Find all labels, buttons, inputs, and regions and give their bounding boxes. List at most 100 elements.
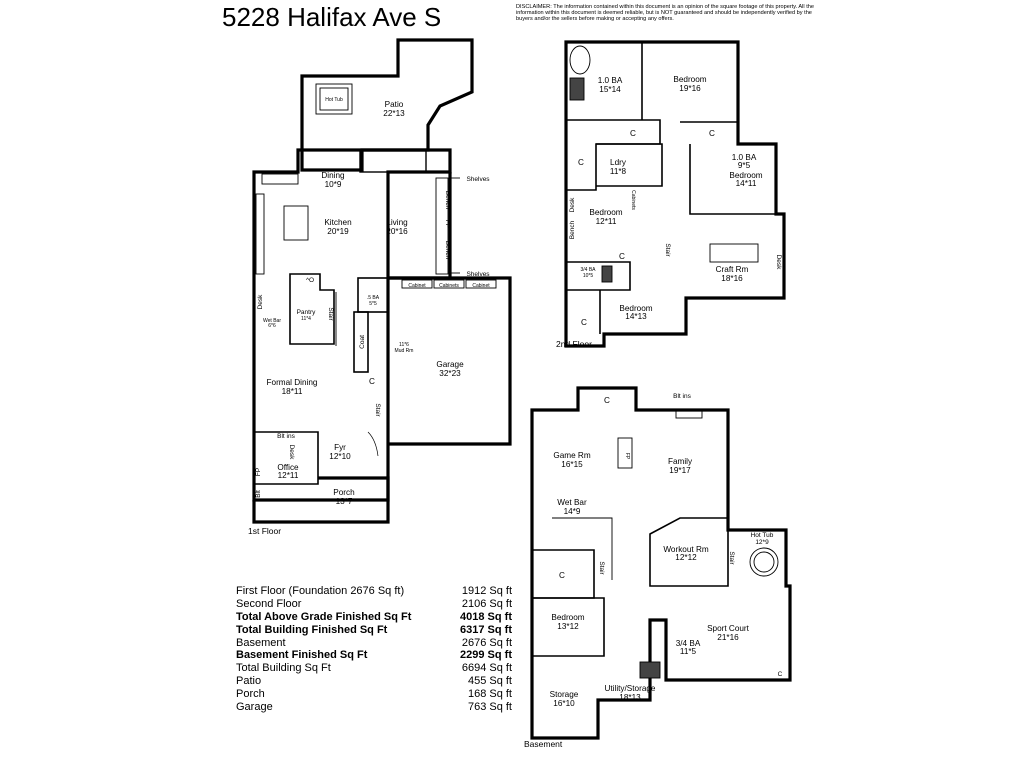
workout-walls bbox=[649, 517, 729, 587]
closet-b-2: C bbox=[559, 571, 565, 580]
porch-name: Porch bbox=[333, 488, 355, 497]
kitchen-island bbox=[283, 205, 309, 241]
closet-b-3: C bbox=[778, 671, 783, 678]
craft-dim: 18*16 bbox=[721, 274, 743, 283]
basement-label: Basement bbox=[524, 739, 563, 749]
bed2-name: Bedroom bbox=[729, 171, 762, 180]
square-footage-summary: First Floor (Foundation 2676 Sq ft)1912 … bbox=[236, 585, 512, 714]
summary-value: 2106 Sq ft bbox=[461, 597, 512, 610]
first-floor-label: 1st Floor bbox=[248, 526, 281, 536]
garage-name: Garage bbox=[436, 360, 464, 369]
garage-cabinet bbox=[401, 279, 433, 289]
pantry-name: Pantry bbox=[297, 309, 317, 316]
stair-label-1: Stair bbox=[327, 307, 334, 321]
patio-outline bbox=[300, 38, 474, 172]
half-bath-dim: 5*5 bbox=[369, 301, 377, 307]
summary-row: Patio 455 Sq ft bbox=[236, 675, 512, 688]
bath2-dim: 9*5 bbox=[738, 161, 751, 170]
storage-dim: 16*10 bbox=[553, 699, 575, 708]
summary-row: Second Floor 2106 Sq ft bbox=[236, 598, 512, 611]
bath1-name: 1.0 BA bbox=[598, 76, 623, 85]
hot-tub-basement bbox=[749, 547, 779, 577]
summary-value: 168 Sq ft bbox=[467, 688, 512, 701]
sport-dim: 21*16 bbox=[717, 633, 739, 642]
half-bath bbox=[357, 277, 389, 313]
bed4-name: Bedroom bbox=[619, 304, 652, 313]
formal-dining-dim: 18*11 bbox=[282, 387, 303, 396]
laundry-walls bbox=[596, 143, 663, 187]
storage-name: Storage bbox=[550, 690, 579, 699]
second-floor-plan: 1.0 BA 15*14 Bedroom 19*16 C C C Ldry 11… bbox=[556, 40, 786, 349]
half-bath-name: .5 BA bbox=[367, 295, 380, 301]
page-title: 5228 Halifax Ave S bbox=[222, 2, 442, 32]
craft-name: Craft Rm bbox=[716, 265, 749, 274]
foyer-dim: 12*10 bbox=[329, 452, 351, 461]
living-name: Living bbox=[386, 218, 408, 227]
stair-label-2: Stair bbox=[374, 403, 381, 417]
summary-label: Second Floor bbox=[236, 597, 302, 610]
summary-label: Patio bbox=[236, 675, 262, 688]
summary-label: Total Building Finished Sq Ft bbox=[236, 623, 388, 636]
summary-value: 2299 Sq ft bbox=[460, 649, 512, 662]
kitchen-counter-top bbox=[261, 173, 299, 185]
bed2-west-wall bbox=[689, 144, 776, 215]
shelves-label-2: Shelves bbox=[466, 271, 490, 278]
closet-2f-5: C bbox=[581, 318, 587, 327]
disclaimer-text: DISCLAIMER: The information contained wi… bbox=[516, 4, 814, 23]
formal-dining-name: Formal Dining bbox=[267, 378, 318, 387]
garage-cabinet-2 bbox=[465, 279, 497, 289]
summary-row: Basement Finished Sq Ft 2299 Sq ft bbox=[236, 649, 512, 662]
shower-tile-b bbox=[639, 661, 661, 679]
cabinet-label-1: Cabinet bbox=[408, 283, 426, 289]
kitchen-name: Kitchen bbox=[324, 218, 352, 227]
closet-b-1: C bbox=[604, 396, 610, 405]
garage-cabinets bbox=[433, 279, 465, 289]
summary-row: First Floor (Foundation 2676 Sq ft)1912 … bbox=[236, 585, 512, 598]
family-name: Family bbox=[668, 457, 693, 466]
shelves-label-1: Shelves bbox=[466, 176, 490, 183]
porch-dim: 13*7 bbox=[336, 497, 353, 506]
desk-2f-2: Desk bbox=[775, 255, 782, 271]
summary-value: 763 Sq ft bbox=[467, 701, 512, 714]
sport-name: Sport Court bbox=[707, 624, 750, 633]
kitchen-counter-side bbox=[255, 193, 265, 275]
workout-dim: 12*12 bbox=[675, 553, 697, 562]
hot-tub-label: Hot Tub bbox=[325, 97, 343, 103]
bed3-name: Bedroom bbox=[589, 208, 622, 217]
stair-b-2: Stair bbox=[728, 551, 735, 565]
bench-2f: Bench bbox=[569, 220, 576, 239]
desk-label-1: Desk bbox=[257, 294, 264, 310]
fp-label-2: FP bbox=[255, 468, 262, 476]
blt-label: Blt bbox=[255, 490, 262, 498]
second-floor-outline bbox=[564, 40, 786, 348]
hot-tub-inner bbox=[319, 87, 349, 111]
wetbar-name: Wet Bar bbox=[557, 498, 587, 507]
summary-value: 455 Sq ft bbox=[467, 675, 512, 688]
bench-fp-column bbox=[435, 177, 449, 275]
sliding-door bbox=[359, 149, 427, 173]
garage-dim: 32*23 bbox=[439, 369, 461, 378]
workout-name: Workout Rm bbox=[663, 545, 709, 554]
office-walls bbox=[254, 431, 319, 485]
hottub-b-dim: 12*9 bbox=[755, 539, 769, 546]
summary-label: Basement Finished Sq Ft bbox=[236, 649, 368, 662]
second-floor-label: 2nd Floor bbox=[556, 339, 592, 349]
hot-tub-basement-inner bbox=[753, 551, 775, 573]
bath1-laundry-walls bbox=[566, 119, 661, 191]
wet-bar-label: Wet Bar bbox=[263, 318, 281, 324]
bath2-name: 1.0 BA bbox=[732, 153, 757, 162]
pantry-dim: 11*4 bbox=[301, 316, 311, 322]
stair-2f: Stair bbox=[664, 243, 671, 257]
closet-label-1: C bbox=[369, 377, 375, 386]
o-label: ^O bbox=[306, 277, 314, 284]
bed-b-walls bbox=[532, 597, 605, 657]
summary-label: First Floor (Foundation 2676 Sq ft) bbox=[236, 585, 405, 597]
living-dim: 20*16 bbox=[386, 227, 408, 236]
